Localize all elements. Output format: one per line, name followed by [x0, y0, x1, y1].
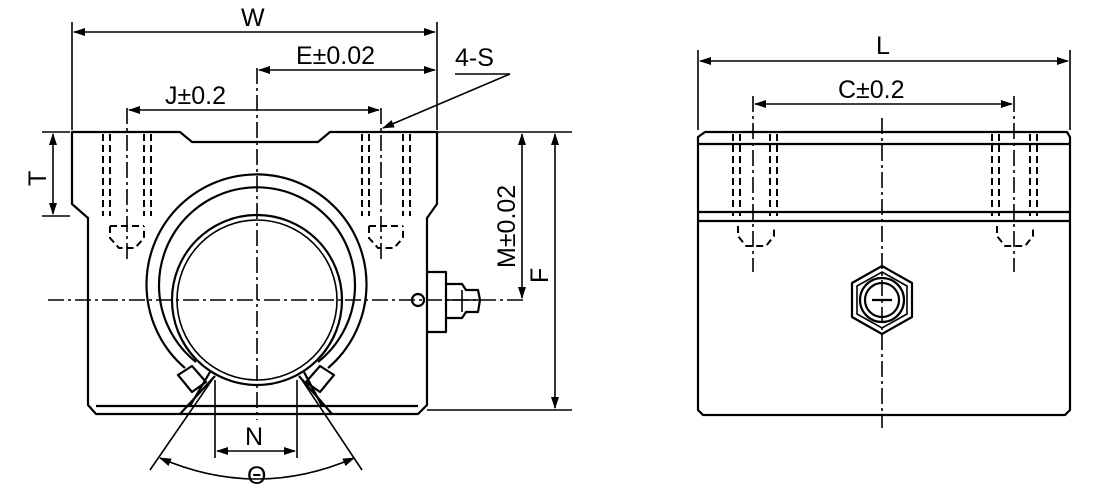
grease-nipple — [427, 270, 482, 334]
side-left-bolt-hole — [732, 96, 778, 272]
f-label: F — [526, 268, 554, 283]
left-bolt-hole — [102, 108, 152, 262]
n-label: N — [245, 423, 263, 451]
left-slot-edge2 — [189, 371, 211, 407]
theta-line-left — [149, 379, 213, 471]
e-label: E±0.02 — [296, 42, 375, 70]
housing-outline — [70, 130, 439, 416]
outer-ring — [145, 173, 368, 369]
w-label: W — [241, 4, 265, 32]
theta-line-right — [301, 379, 363, 471]
side-right-bolt-hole — [991, 96, 1038, 272]
side-body-outline — [696, 130, 1072, 417]
l-label: L — [876, 32, 890, 60]
t-label: T — [24, 171, 52, 186]
s-leader — [382, 73, 511, 129]
c-label: C±0.2 — [838, 76, 905, 104]
right-bolt-hole — [361, 108, 411, 262]
theta-label: Θ — [247, 462, 266, 490]
right-slot-edge2 — [303, 371, 323, 407]
front-view: Θ N — [24, 4, 572, 490]
left-tab — [176, 364, 208, 394]
side-view: L C±0.2 — [696, 32, 1072, 428]
m-label: M±0.02 — [493, 185, 521, 268]
right-tab — [304, 364, 336, 394]
j-label: J±0.2 — [165, 82, 226, 110]
s-label: 4-S — [455, 44, 494, 72]
theta-arc — [159, 457, 355, 480]
